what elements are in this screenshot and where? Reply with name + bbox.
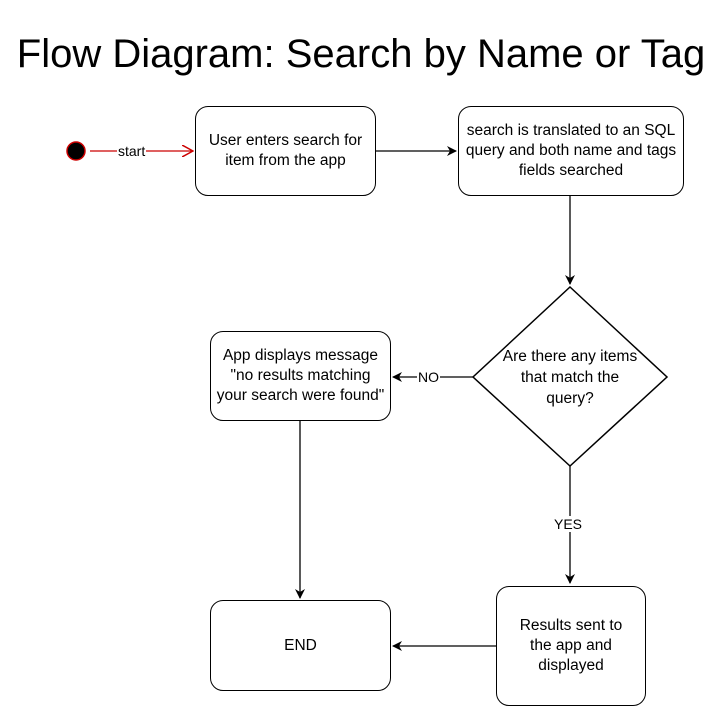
decision-node-label: Are there any items that match the query…	[502, 347, 638, 407]
end-node: END	[210, 600, 391, 691]
results-sent-node: Results sent to the app and displayed	[496, 586, 646, 706]
yes-edge-label: YES	[553, 516, 584, 532]
start-edge-label: start	[117, 143, 147, 159]
start-node	[66, 141, 86, 161]
translate-query-node: search is translated to an SQL query and…	[458, 106, 684, 196]
enter-search-node: User enters search for item from the app	[195, 106, 376, 196]
no-results-node: App displays message "no results matchin…	[210, 331, 391, 421]
page-title: Flow Diagram: Search by Name or Tag	[16, 32, 706, 76]
no-edge-label: NO	[417, 369, 440, 385]
